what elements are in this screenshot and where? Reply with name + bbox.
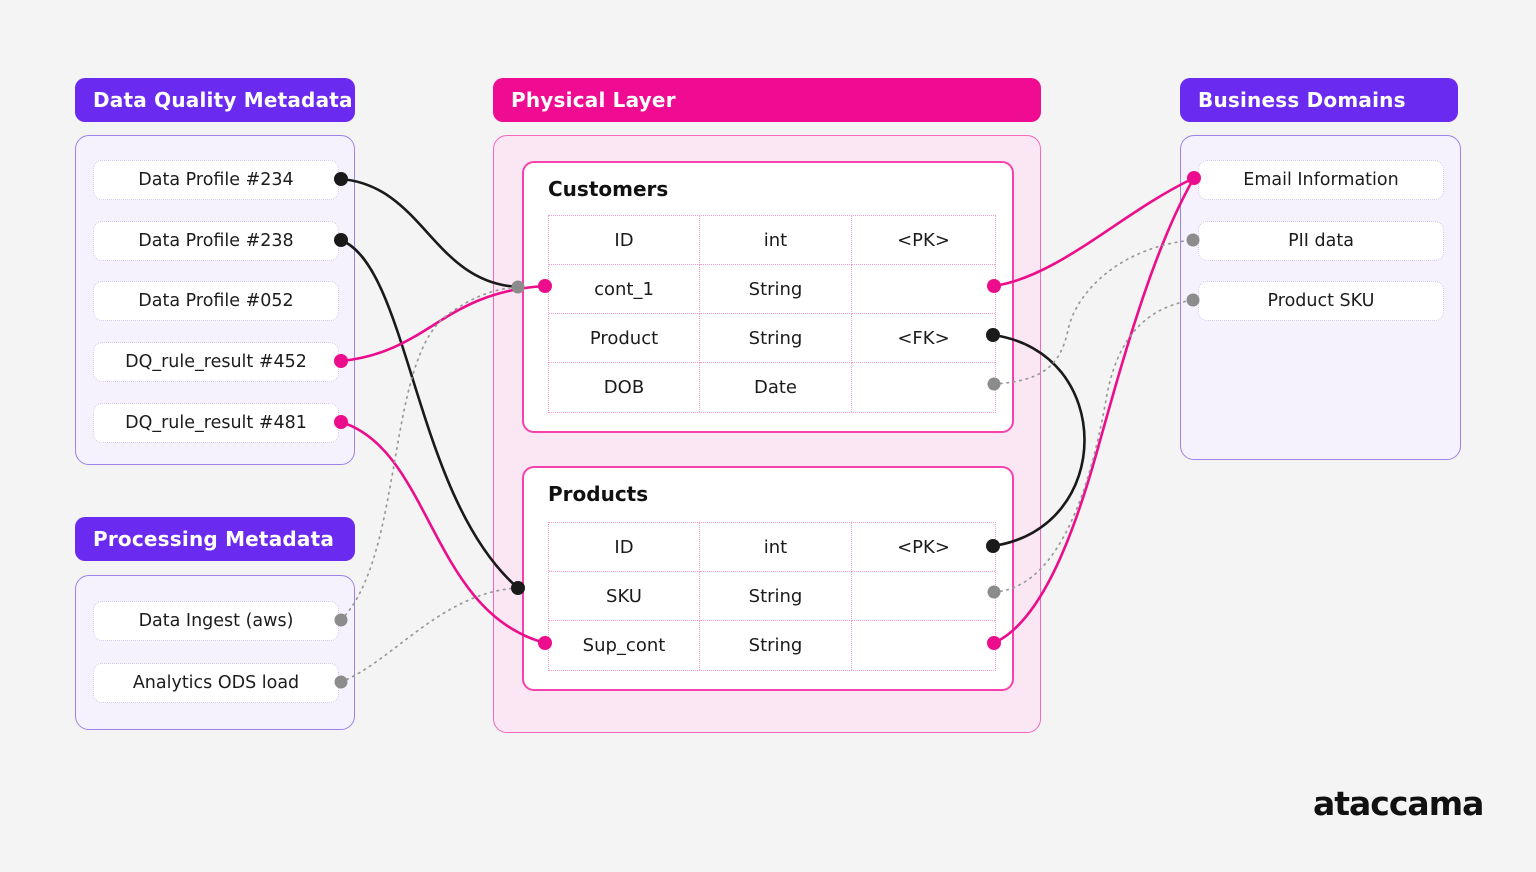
processing-metadata-header: Processing Metadata [75, 517, 355, 561]
table-cell: Date [700, 363, 852, 412]
table-cell: int [700, 216, 852, 265]
products-table-title: Products [548, 482, 649, 506]
connector-dataingest-to-cont1-edge [340, 286, 519, 621]
table-cell: <PK> [852, 523, 995, 572]
table-cell: ID [549, 216, 700, 265]
table-cell: int [700, 523, 852, 572]
dq-item-data-profile-234: Data Profile #234 [93, 160, 339, 200]
table-cell: Product [549, 314, 700, 363]
table-cell: SKU [549, 572, 700, 621]
physical-layer-panel: Customers ID int <PK> cont_1 String Prod… [493, 135, 1041, 733]
dq-item-dq-rule-result-452: DQ_rule_result #452 [93, 342, 339, 382]
data-quality-metadata-panel: Data Profile #234 Data Profile #238 Data… [75, 135, 355, 465]
ataccama-logo: ataccama [1313, 784, 1484, 823]
table-cell: String [700, 621, 852, 670]
table-cell [852, 572, 995, 621]
table-cell: cont_1 [549, 265, 700, 314]
dq-item-data-profile-052: Data Profile #052 [93, 281, 339, 321]
table-cell: <PK> [852, 216, 995, 265]
physical-layer-header: Physical Layer [493, 78, 1041, 122]
customers-table-card: Customers ID int <PK> cont_1 String Prod… [522, 161, 1014, 433]
processing-metadata-panel: Data Ingest (aws) Analytics ODS load [75, 575, 355, 730]
products-table-card: Products ID int <PK> SKU String Sup_cont… [522, 466, 1014, 691]
connector-dp234-to-cont1-edge [340, 177, 519, 289]
business-domains-panel: Email Information PII data Product SKU [1180, 135, 1461, 460]
connector-dp238-to-products-edge [340, 238, 519, 589]
processing-item-analytics-ods: Analytics ODS load [93, 663, 339, 703]
dq-item-dq-rule-result-481: DQ_rule_result #481 [93, 403, 339, 443]
business-domains-header: Business Domains [1180, 78, 1458, 122]
table-cell: <FK> [852, 314, 995, 363]
table-cell: String [700, 572, 852, 621]
processing-item-data-ingest: Data Ingest (aws) [93, 601, 339, 641]
table-cell: DOB [549, 363, 700, 412]
table-cell [852, 621, 995, 670]
connector-analyticsods-to-products-edge [340, 587, 519, 683]
table-cell [852, 363, 995, 412]
table-cell: Sup_cont [549, 621, 700, 670]
bd-item-email-information: Email Information [1198, 160, 1444, 200]
customers-table-title: Customers [548, 177, 669, 201]
customers-table: ID int <PK> cont_1 String Product String… [548, 215, 996, 413]
dq-item-data-profile-238: Data Profile #238 [93, 221, 339, 261]
data-quality-metadata-header: Data Quality Metadata [75, 78, 355, 122]
products-table: ID int <PK> SKU String Sup_cont String [548, 522, 996, 671]
table-cell: String [700, 314, 852, 363]
table-cell: String [700, 265, 852, 314]
bd-item-pii-data: PII data [1198, 221, 1444, 261]
table-cell: ID [549, 523, 700, 572]
bd-item-product-sku: Product SKU [1198, 281, 1444, 321]
table-cell [852, 265, 995, 314]
